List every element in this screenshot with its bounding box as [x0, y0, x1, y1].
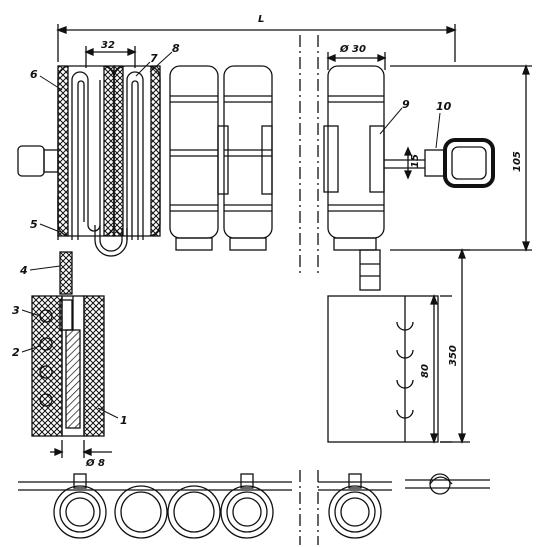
- dimension-pitch: [84, 46, 137, 68]
- module-4: [217, 65, 273, 251]
- callout-leaders: [21, 51, 441, 419]
- module-end: [323, 65, 385, 251]
- callout-6: 6: [30, 68, 38, 81]
- label-height-total: 350: [448, 345, 459, 366]
- plan-view-right: [318, 473, 392, 539]
- callout-8: 8: [172, 42, 180, 55]
- callout-9: 9: [402, 98, 410, 111]
- sectioned-module-2: [113, 65, 161, 240]
- sectioned-module-1: [57, 65, 115, 240]
- label-gap: 15: [410, 154, 421, 168]
- u-bend-tube: [99, 225, 123, 252]
- insulating-block: [327, 295, 439, 443]
- dimension-gap: [404, 146, 412, 180]
- plan-view-left: [18, 473, 292, 539]
- heater-section: [31, 251, 112, 458]
- label-overall-length: L: [258, 14, 264, 25]
- callout-5: 5: [30, 218, 38, 231]
- callout-2: 2: [12, 346, 20, 359]
- dimension-height-350: [440, 248, 470, 444]
- callout-7: 7: [150, 52, 158, 65]
- callout-4: 4: [19, 264, 28, 277]
- dimension-overall-length: [56, 24, 457, 62]
- label-diameter-top: Ø 30: [339, 43, 366, 55]
- side-clamp: [17, 145, 59, 240]
- terminal-lug: [384, 138, 495, 188]
- detail-clip: [405, 473, 490, 495]
- module-3: [169, 65, 219, 251]
- connector-stem: [359, 249, 381, 291]
- callout-1: 1: [120, 414, 128, 427]
- dimension-height-80: [430, 294, 452, 444]
- label-height-block: 80: [420, 364, 431, 378]
- label-pitch: 32: [101, 40, 115, 51]
- label-height-right: 105: [512, 151, 523, 172]
- callout-3: 3: [12, 304, 20, 317]
- label-diameter-bottom: Ø 8: [85, 457, 105, 469]
- dimension-diameter-top: [326, 52, 387, 70]
- break-lines: [299, 35, 319, 545]
- callout-10: 10: [436, 100, 452, 113]
